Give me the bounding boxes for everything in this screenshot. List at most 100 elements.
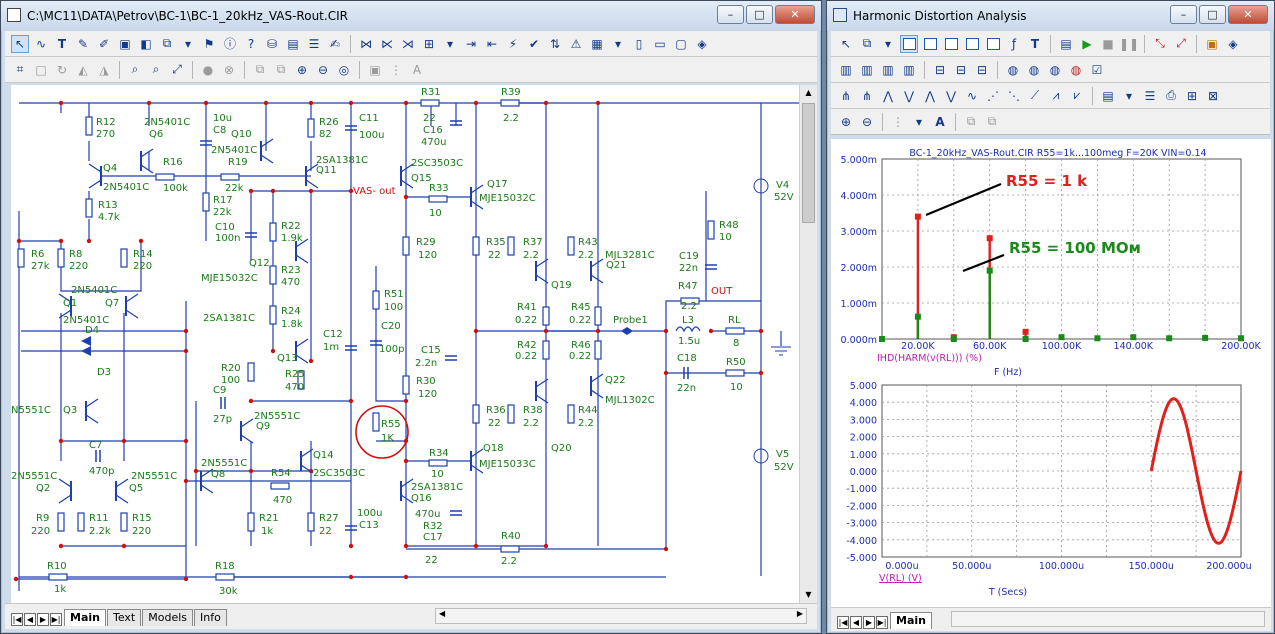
text-mode-icon[interactable]: T (57, 36, 67, 51)
analysis-horizontal-scrollbar[interactable] (951, 611, 1265, 627)
network-icon[interactable]: ⛁ (266, 36, 278, 51)
plot-a-icon[interactable]: ▥ (840, 62, 852, 77)
scroll-down-arrow-icon[interactable]: ▼ (805, 590, 812, 599)
valley-icon[interactable]: ⋁ (904, 88, 914, 103)
calendar-icon[interactable]: ▤ (287, 36, 299, 51)
align-icon[interactable]: ⌗ (16, 62, 24, 76)
schematic-vertical-scrollbar[interactable]: ▲ ▼ (799, 85, 817, 603)
analysis-text-icon[interactable]: T (1030, 36, 1040, 51)
paste-icon[interactable]: ▢ (675, 36, 687, 51)
font-icon[interactable]: A (412, 62, 422, 77)
grid-toggle-icon[interactable]: ⋮ (390, 62, 402, 77)
tab-next-icon[interactable]: ▶ (37, 613, 49, 626)
copy-icon[interactable]: ⧉ (162, 36, 172, 50)
grid-dropdown-icon[interactable]: ▾ (915, 114, 923, 129)
flag-icon[interactable]: ⚑ (203, 36, 215, 51)
next-data-icon[interactable]: ⋔ (840, 88, 852, 103)
stack3-icon[interactable]: ⊟ (976, 62, 988, 77)
schematic-titlebar[interactable]: C:\MC11\DATA\Petrov\BC-1\BC-1_20kHz_VAS-… (1, 1, 821, 31)
analysis-close-button[interactable]: ✕ (1228, 5, 1268, 24)
swap-icon[interactable]: ⇅ (549, 36, 561, 51)
stack-icon[interactable]: ⊟ (934, 62, 946, 77)
minimize-button[interactable]: – (717, 5, 744, 24)
grid-style-icon[interactable]: ⋮ (892, 114, 904, 129)
analysis-select-icon[interactable]: ↖ (840, 36, 852, 51)
run-icon[interactable]: ▶ (1082, 36, 1092, 51)
dropdown-icon[interactable]: ▾ (184, 36, 192, 51)
plot-b-icon[interactable]: ▥ (861, 62, 873, 77)
warning-icon[interactable]: ⚠ (570, 36, 582, 51)
box-icon[interactable]: □ (35, 62, 47, 77)
page-icon[interactable]: ▯ (635, 36, 643, 51)
close-button[interactable]: ✕ (775, 5, 815, 24)
inflection-icon[interactable]: ∿ (966, 88, 978, 103)
analysis-maximize-button[interactable]: □ (1199, 5, 1226, 24)
properties-icon[interactable]: ☑ (1091, 62, 1103, 77)
analysis-tab-last-icon[interactable]: ▶| (876, 616, 888, 629)
analysis-dropdown-icon[interactable]: ▾ (884, 36, 892, 51)
analysis-tab-first-icon[interactable]: |◀ (837, 616, 849, 629)
find-peak-icon[interactable]: ◍ (1007, 62, 1019, 77)
stack2-icon[interactable]: ⊟ (955, 62, 967, 77)
pause-icon[interactable]: ❚❚ (1118, 36, 1140, 51)
brush-icon[interactable]: ✐ (98, 36, 110, 51)
top-icon[interactable]: ⩗ (1073, 88, 1081, 102)
peak-icon[interactable]: ⋀ (883, 88, 893, 103)
formula-icon[interactable]: ƒ (1011, 36, 1017, 51)
point-mode-icon[interactable] (963, 35, 981, 53)
analysis-paste2-icon[interactable]: ⧉ (987, 114, 997, 128)
analysis-copy2-icon[interactable]: ⧉ (966, 114, 976, 128)
find-icon[interactable]: ⌕ (131, 62, 139, 76)
clipboard-icon[interactable]: ▤ (1102, 88, 1114, 103)
zoom-in-icon[interactable]: ⊕ (296, 62, 308, 77)
rotate-icon[interactable]: ↻ (56, 62, 68, 77)
props-icon[interactable]: ◈ (697, 36, 707, 51)
step-icon[interactable]: ● (202, 62, 214, 77)
help-icon[interactable]: ? (247, 36, 255, 51)
show-dropdown-icon[interactable]: ▾ (446, 36, 454, 51)
copy-page-icon[interactable]: ⧉ (255, 62, 265, 76)
plot-area[interactable]: BC-1_20kHz_VAS-Rout.CIR R55=1k...100meg … (831, 139, 1271, 607)
prev-data-icon[interactable]: ⋔ (861, 88, 873, 103)
page2-icon[interactable]: ▭ (654, 36, 666, 51)
edit-icon[interactable]: ✍ (329, 36, 341, 51)
cursor-mode-icon[interactable] (942, 35, 960, 53)
zoom-fit-icon[interactable]: ⤢ (172, 62, 182, 76)
list-icon[interactable]: ☰ (308, 36, 320, 51)
plot-d-icon[interactable]: ▥ (903, 62, 915, 77)
analysis-font-icon[interactable]: A (935, 114, 945, 129)
mirror-icon[interactable]: ◭ (78, 62, 88, 77)
chip-icon[interactable]: ▦ (591, 36, 603, 51)
tile-v-icon[interactable]: ⊠ (1207, 88, 1219, 103)
node-voltages-icon[interactable]: ⋉ (381, 36, 393, 51)
tile-h-icon[interactable]: ⊞ (1186, 88, 1198, 103)
check-icon[interactable]: ✔ (528, 36, 540, 51)
arrow-right-icon[interactable]: ⇥ (465, 36, 477, 51)
info-icon[interactable]: ⓘ (223, 37, 236, 51)
global-low-icon[interactable]: ⋱ (1008, 88, 1020, 103)
zoom-out-icon[interactable]: ⊖ (317, 62, 329, 77)
maximize-button[interactable]: □ (746, 5, 773, 24)
pen-icon[interactable]: ✎ (77, 36, 89, 51)
plots-drawing[interactable]: BC-1_20kHz_VAS-Rout.CIR R55=1k...100meg … (831, 139, 1271, 607)
scroll-left-arrow-icon[interactable]: ◀ (439, 609, 446, 618)
tab-prev-icon[interactable]: ◀ (24, 613, 36, 626)
tab-info[interactable]: Info (194, 609, 227, 626)
tab-text[interactable]: Text (106, 609, 142, 626)
tab-models[interactable]: Models (142, 609, 193, 626)
schematic-drawing[interactable]: R12270R134.7kR627kR8220R14220R9220R112.2… (11, 85, 801, 603)
low-icon[interactable]: ⋁ (946, 88, 956, 103)
flip-icon[interactable]: ◮ (99, 62, 109, 77)
wire-mode-icon[interactable]: ∿ (35, 36, 47, 51)
global-high-icon[interactable]: ⋰ (987, 88, 999, 103)
zoom-100-icon[interactable]: ◎ (338, 62, 350, 77)
pin-markers-icon[interactable]: ⋊ (402, 36, 414, 51)
plot-c-icon[interactable]: ▥ (882, 62, 894, 77)
analysis-zoom-in-icon[interactable]: ⊕ (840, 114, 852, 129)
lightning-icon[interactable]: ⚡ (508, 36, 518, 51)
limits-icon[interactable]: ▤ (1060, 36, 1072, 51)
analysis-tab-prev-icon[interactable]: ◀ (850, 616, 862, 629)
camera-icon[interactable]: ▣ (369, 62, 381, 77)
slope-icon[interactable]: ⟋ (1030, 88, 1040, 102)
horizontal-scrollbar[interactable]: ◀ ▶ (435, 608, 807, 624)
